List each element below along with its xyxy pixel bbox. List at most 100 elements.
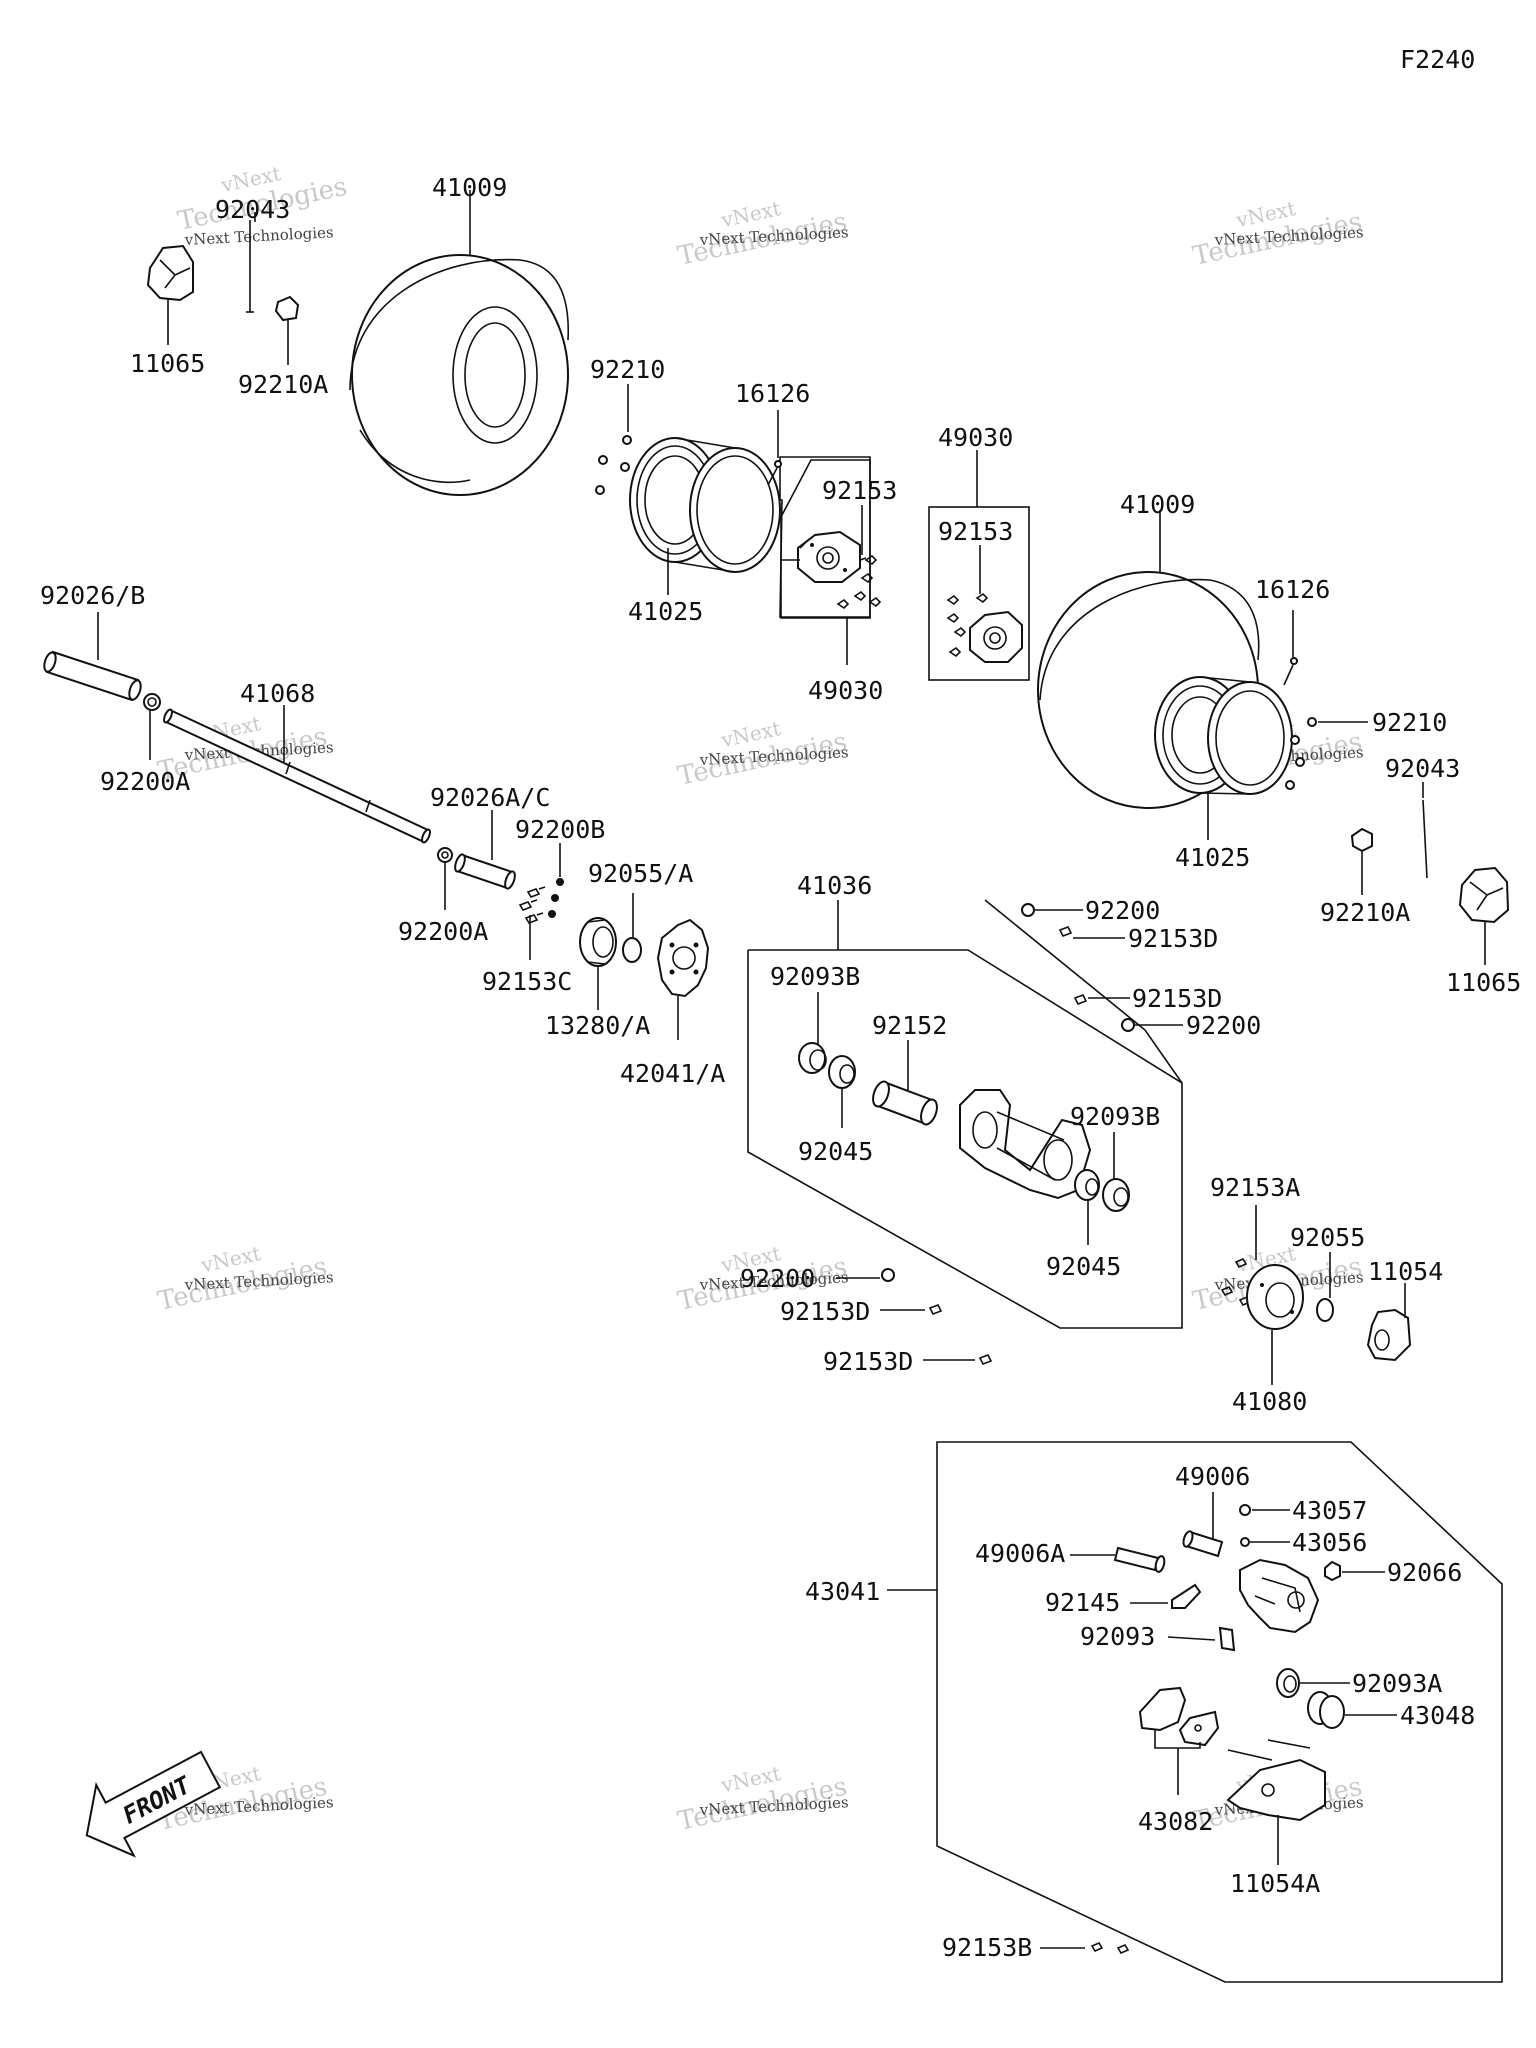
lug-nuts-92210-right [1285, 717, 1317, 790]
part-label-41036: 41036 [797, 871, 872, 900]
part-label-92093B-1: 92093B [770, 962, 860, 991]
piston-43048 [1307, 1691, 1345, 1729]
part-label-92026B: 92026/B [40, 581, 145, 610]
part-label-92153D-4: 92153D [823, 1347, 913, 1376]
cotter-pin-92043-right [1422, 799, 1428, 879]
washer-92200A-1 [143, 693, 161, 711]
assembly-box-43041 [936, 1441, 1503, 1983]
part-label-41025-right: 41025 [1175, 843, 1250, 872]
part-label-92055A: 92055/A [588, 859, 693, 888]
sprocket-42041A [656, 918, 710, 998]
part-label-16126-left: 16126 [735, 379, 810, 408]
part-label-92153D-1: 92153D [1128, 924, 1218, 953]
bolts-92153B [1090, 1941, 1130, 1955]
bolt-92153D-4 [978, 1353, 993, 1366]
bolt-92066 [1324, 1560, 1341, 1582]
studs-92153-mid [836, 554, 882, 610]
part-label-92200A-1: 92200A [100, 767, 190, 796]
part-label-92066: 92066 [1387, 1558, 1462, 1587]
part-label-16126-right: 16126 [1255, 575, 1330, 604]
part-label-92055: 92055 [1290, 1223, 1365, 1252]
seal-92093 [1218, 1626, 1236, 1652]
part-label-92200-1: 92200 [1085, 896, 1160, 925]
bolt-92153D-3 [928, 1303, 943, 1316]
disc-hub-41080 [1246, 1264, 1304, 1330]
assembly-box-49030-right [928, 506, 1030, 681]
part-label-41025-left: 41025 [628, 597, 703, 626]
part-label-11054: 11054 [1368, 1257, 1443, 1286]
part-label-49030-mid: 49030 [808, 676, 883, 705]
part-label-92045-2: 92045 [1046, 1252, 1121, 1281]
part-label-43056: 43056 [1292, 1528, 1367, 1557]
pin-49006A [1113, 1546, 1166, 1573]
part-label-92153D-3: 92153D [780, 1297, 870, 1326]
bearing-92045-2 [1074, 1169, 1100, 1201]
part-label-92210A-left: 92210A [238, 370, 328, 399]
part-label-11065-left: 11065 [130, 349, 205, 378]
part-label-92200B: 92200B [515, 815, 605, 844]
cap-43057 [1239, 1504, 1251, 1516]
part-label-92153A: 92153A [1210, 1173, 1300, 1202]
lug-nuts-92210-left [595, 435, 632, 495]
assembly-box-49030-mid [780, 459, 871, 619]
assembly-box-41036 [747, 949, 1183, 1329]
part-label-49006: 49006 [1175, 1462, 1250, 1491]
spacer-92026AC [454, 853, 516, 890]
rim-41025-right [1154, 676, 1293, 795]
part-label-13280A: 13280/A [545, 1011, 650, 1040]
part-label-92153D-2: 92153D [1132, 984, 1222, 1013]
part-label-43057: 43057 [1292, 1496, 1367, 1525]
sensor-11054 [1366, 1308, 1412, 1362]
part-label-92045-1: 92045 [798, 1137, 873, 1166]
bolts-92153C [518, 886, 546, 924]
tire-41009-left [349, 254, 570, 496]
washer-92200A-2 [437, 847, 453, 863]
spacer-92026B [43, 650, 142, 702]
hub-cap-11065-left [146, 244, 194, 302]
hub-cap-11065-right [1458, 866, 1510, 924]
cotter-pin-92043-left [246, 220, 254, 313]
part-label-49030-right: 49030 [938, 423, 1013, 452]
part-label-11054A: 11054A [1230, 1869, 1320, 1898]
part-label-11065-right: 11065 [1446, 968, 1521, 997]
bracket-11054A [1226, 1739, 1326, 1822]
studs-92153-right [946, 592, 989, 658]
figure-code: F2240 [1400, 45, 1475, 74]
part-label-92153-mid: 92153 [822, 476, 897, 505]
sprocket-hub-13280A [579, 917, 617, 967]
part-label-43048: 43048 [1400, 1701, 1475, 1730]
brake-pads-43082 [1138, 1686, 1220, 1747]
rim-41025-left [629, 437, 781, 573]
part-label-49006A: 49006A [975, 1539, 1065, 1568]
seal-92093B-2 [1102, 1178, 1130, 1212]
spring-92145 [1171, 1583, 1202, 1609]
plug-43056 [1240, 1537, 1250, 1547]
part-label-41009-left: 41009 [432, 173, 507, 202]
part-label-41068: 41068 [240, 679, 315, 708]
part-label-92153C: 92153C [482, 967, 572, 996]
part-label-92200-2: 92200 [1186, 1011, 1261, 1040]
valve-16126-right [1283, 657, 1298, 686]
hub-49030-mid [780, 530, 861, 583]
part-label-92153-right: 92153 [938, 517, 1013, 546]
bolt-92153D-1 [1058, 925, 1073, 938]
part-label-43082: 43082 [1138, 1807, 1213, 1836]
bearing-housing-41036 [959, 1089, 1092, 1200]
part-label-92152: 92152 [872, 1011, 947, 1040]
part-label-41009-right: 41009 [1120, 490, 1195, 519]
part-label-92153B: 92153B [942, 1933, 1032, 1962]
bearing-92045-1 [828, 1055, 856, 1089]
part-label-92043-right: 92043 [1385, 754, 1460, 783]
collar-92152 [872, 1080, 938, 1126]
bleeder-49006 [1182, 1530, 1224, 1558]
part-label-43041: 43041 [805, 1577, 880, 1606]
nut-92210A-left [274, 295, 300, 322]
washer-92200-3 [881, 1268, 895, 1282]
part-label-41080: 41080 [1232, 1387, 1307, 1416]
part-label-92145: 92145 [1045, 1588, 1120, 1617]
bolt-92153D-2 [1073, 993, 1088, 1006]
hub-49030-right [969, 610, 1023, 663]
part-label-92026AC: 92026A/C [430, 783, 550, 812]
seal-92093A [1276, 1668, 1300, 1698]
